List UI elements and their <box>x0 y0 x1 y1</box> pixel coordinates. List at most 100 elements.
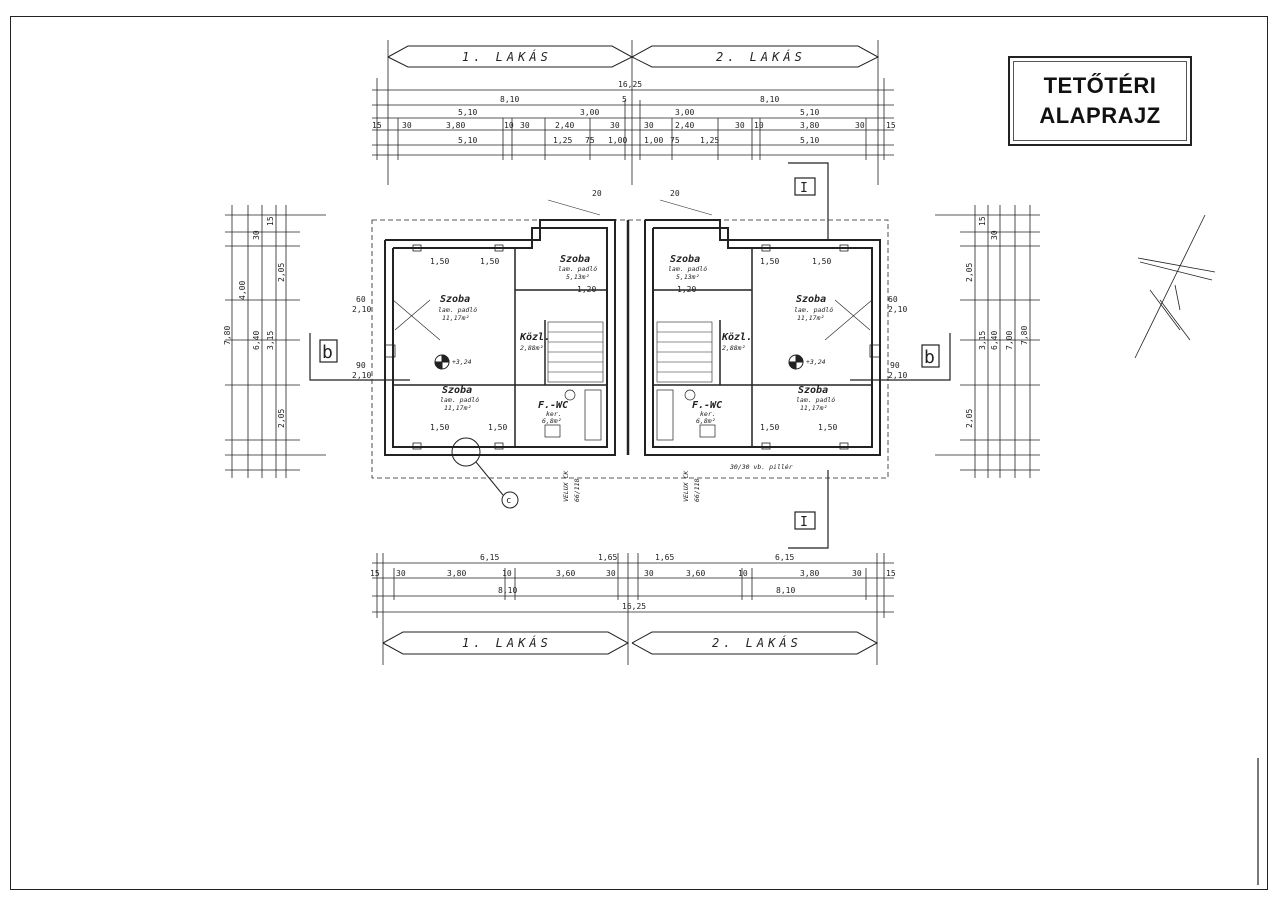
area-upper-right: 11,17m² <box>797 314 824 322</box>
area-upper-left: 11,17m² <box>442 314 469 322</box>
dim-int-90a: 90 <box>356 361 366 370</box>
velux-size-left: 66/118 <box>573 478 581 502</box>
section-label-bottom: I <box>800 515 808 530</box>
dim-top-total: 16,25 <box>618 80 642 89</box>
section-mark-bottom <box>788 470 829 549</box>
dim-side-c-left: 2,05 <box>277 263 286 282</box>
bottom-banner-left <box>382 631 630 655</box>
dim-bot-30b: 30 <box>606 569 616 578</box>
top-dimension-lines <box>372 78 894 160</box>
dormer-lines <box>392 199 873 341</box>
floor-type-lower-left: lam. padló <box>440 396 479 404</box>
dim-top-30f: 30 <box>855 121 865 130</box>
dim-top-r2: 5,10 <box>800 108 819 117</box>
dim-side-a-left: 4,00 <box>238 281 247 300</box>
bathroom-fixtures <box>544 389 716 441</box>
room-label-upper-left: Szoba <box>440 294 470 305</box>
interior-walls <box>393 220 872 455</box>
dim-bot-half-right: 8,10 <box>776 586 795 595</box>
dim-top-75a: 75 <box>585 136 595 145</box>
dim-int-120b: 1,20 <box>677 285 696 294</box>
area-lower-right: 11,17m² <box>800 404 827 412</box>
dim-top-100b: 1,00 <box>644 136 663 145</box>
dim-top-gap: 5 <box>622 95 627 104</box>
room-label-kozl-right: Közl. <box>721 332 752 343</box>
title-line-2: ALAPRAJZ <box>1039 103 1161 128</box>
dim-top-30c: 30 <box>610 121 620 130</box>
dim-bot-380a: 3,80 <box>447 569 466 578</box>
room-label-lower-left: Szoba <box>442 385 472 396</box>
dim-top-r1: 3,00 <box>675 108 694 117</box>
dim-top-380b: 3,80 <box>800 121 819 130</box>
dim-side-total-right: 7,80 <box>1020 326 1029 345</box>
room-label-mid-left: Szoba <box>560 254 590 265</box>
dim-top-125a: 1,25 <box>553 136 572 145</box>
dim-int-120a: 1,20 <box>577 285 596 294</box>
floor-type-wc-left: ker. <box>546 410 562 418</box>
dim-side-total-left: 7,80 <box>223 326 232 345</box>
bottom-banner-right <box>631 631 879 655</box>
dim-top-75b: 75 <box>670 136 680 145</box>
dim-top-r2b: 5,10 <box>800 136 819 145</box>
dim-int-210c: 2,10 <box>888 305 907 314</box>
dim-bot-half-left: 8,10 <box>498 586 517 595</box>
dim-bot-360b: 3,60 <box>686 569 705 578</box>
dim-top-30d: 30 <box>644 121 654 130</box>
velux-note-right: VELUX CK <box>682 470 690 502</box>
area-wc-left: 6,8m² <box>542 417 562 425</box>
dim-bot-l1: 6,15 <box>480 553 499 562</box>
section-mark-right <box>850 333 951 381</box>
dim-int-20b: 20 <box>670 189 680 198</box>
dim-bot-15b: 15 <box>886 569 896 578</box>
level-marker-left <box>434 354 450 370</box>
pillar-note: 30/30 vb. pillér <box>729 463 793 471</box>
dim-bot-l2: 1,65 <box>598 553 617 562</box>
dim-top-half-right: 8,10 <box>760 95 779 104</box>
area-kozl-left: 2,88m² <box>520 344 544 352</box>
dim-bot-10a: 10 <box>502 569 512 578</box>
dim-bot-r2: 6,15 <box>775 553 794 562</box>
right-dimension-lines <box>935 205 1040 478</box>
dim-top-l1b: 5,10 <box>458 136 477 145</box>
dim-side-15-left: 15 <box>266 216 275 226</box>
area-kozl-right: 2,88m² <box>722 344 746 352</box>
dim-int-60a: 60 <box>356 295 366 304</box>
dim-int-150e: 1,50 <box>760 257 779 266</box>
dim-side-c2-right: 2,05 <box>965 409 974 428</box>
velux-note-left: VELUX CK <box>562 470 570 502</box>
dim-top-125b: 1,25 <box>700 136 719 145</box>
section-mark-top <box>788 162 829 240</box>
dim-side-d-left: 3,15 <box>266 331 275 350</box>
banner-left-bottom-text: 1. LAKÁS <box>462 635 552 650</box>
section-label-right: b <box>924 347 935 368</box>
banner-left-text: 1. LAKÁS <box>462 49 552 64</box>
dim-bot-30d: 30 <box>852 569 862 578</box>
floor-type-mid-right: lam. padló <box>668 265 707 273</box>
dim-top-100a: 1,00 <box>608 136 627 145</box>
dim-int-90b: 90 <box>890 361 900 370</box>
banner-right-text: 2. LAKÁS <box>716 49 806 64</box>
roof-outline <box>371 219 889 479</box>
dim-top-10b: 10 <box>754 121 764 130</box>
dim-int-20a: 20 <box>592 189 602 198</box>
dim-int-210b: 2,10 <box>352 371 371 380</box>
dim-side-b-left: 6,40 <box>252 331 261 350</box>
area-mid-right: 5,13m² <box>676 273 700 281</box>
dim-int-210d: 2,10 <box>888 371 907 380</box>
dim-top-30e: 30 <box>735 121 745 130</box>
floor-type-lower-right: lam. padló <box>796 396 835 404</box>
dim-top-240a: 2,40 <box>555 121 574 130</box>
dim-side-b-right: 6,40 <box>990 331 999 350</box>
left-dimension-lines <box>225 205 326 478</box>
dim-bot-360a: 3,60 <box>556 569 575 578</box>
dim-bot-30c: 30 <box>644 569 654 578</box>
area-wc-right: 6,8m² <box>696 417 716 425</box>
room-label-mid-right: Szoba <box>670 254 700 265</box>
floor-type-upper-left: lam. padló <box>438 306 477 314</box>
dim-int-150c: 1,50 <box>430 423 449 432</box>
dim-int-60b: 60 <box>888 295 898 304</box>
room-label-upper-right: Szoba <box>796 294 826 305</box>
dim-top-l1: 5,10 <box>458 108 477 117</box>
